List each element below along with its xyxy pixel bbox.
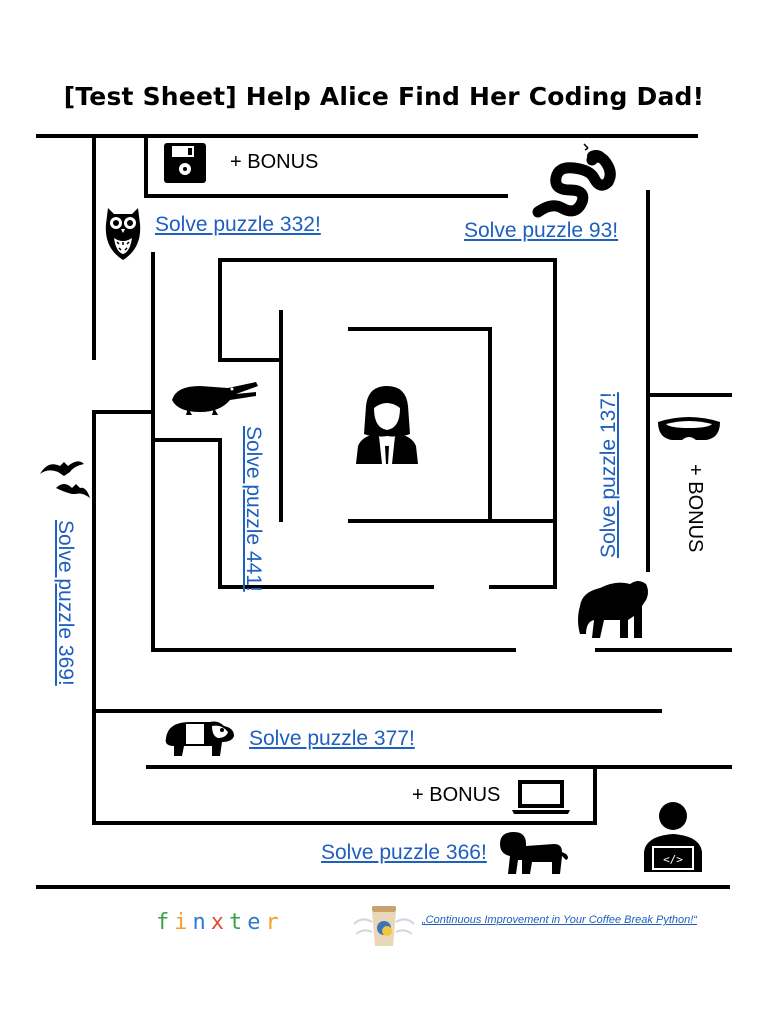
- logo-letter: f: [156, 910, 175, 935]
- puzzle-93-link[interactable]: Solve puzzle 93!: [464, 219, 619, 242]
- vr-goggles-icon: [658, 417, 720, 440]
- maze-wall: [348, 327, 492, 331]
- logo-letter: e: [247, 910, 266, 935]
- maze-wall: [646, 190, 650, 572]
- maze-wall: [146, 765, 732, 769]
- coder-dad-icon: </>: [644, 802, 702, 872]
- bonus-label-top: + BONUS: [230, 151, 319, 173]
- puzzle-369-link[interactable]: Solve puzzle 369!: [54, 520, 77, 686]
- maze-wall: [553, 258, 557, 588]
- logo-letter: x: [210, 910, 229, 935]
- coffee-cup-python-icon: [353, 906, 415, 946]
- maze-wall: [36, 885, 730, 889]
- logo-letter: t: [229, 910, 248, 935]
- maze-wall: [593, 767, 597, 825]
- maze-wall: [218, 258, 222, 362]
- maze-wall: [92, 136, 96, 360]
- maze-wall: [36, 134, 698, 138]
- bats-icon: [40, 461, 90, 498]
- floppy-disk-icon: [164, 143, 206, 183]
- maze-wall: [218, 358, 282, 362]
- alligator-icon: [172, 382, 258, 415]
- maze-wall: [489, 585, 557, 589]
- laptop-icon: [512, 780, 570, 814]
- finxter-logo: finxter: [156, 910, 284, 935]
- puzzle-377-link[interactable]: Solve puzzle 377!: [249, 727, 415, 750]
- maze-wall: [144, 194, 508, 198]
- bonus-label-right: + BONUS: [684, 464, 706, 553]
- puzzle-366-link[interactable]: Solve puzzle 366!: [321, 841, 487, 864]
- maze-wall: [144, 136, 148, 196]
- maze-wall: [218, 585, 434, 589]
- maze-wall: [153, 438, 221, 442]
- maze-wall: [151, 252, 155, 650]
- lion-icon: [500, 832, 568, 874]
- puzzle-332-link[interactable]: Solve puzzle 332!: [155, 213, 321, 236]
- alice-person-icon: [356, 386, 418, 464]
- maze-wall: [218, 258, 556, 262]
- puzzle-441-link[interactable]: Solve puzzle 441!: [242, 426, 265, 592]
- gorilla-icon: [578, 581, 648, 638]
- puzzle-137-link[interactable]: Solve puzzle 137!: [597, 392, 620, 558]
- logo-letter: r: [265, 910, 284, 935]
- maze-wall: [218, 438, 222, 588]
- maze-wall: [348, 519, 556, 523]
- slogan-link[interactable]: „Continuous Improvement in Your Coffee B…: [422, 914, 697, 926]
- logo-letter: n: [192, 910, 211, 935]
- panda-icon: [165, 721, 234, 756]
- logo-letter: i: [174, 910, 193, 935]
- owl-icon: [105, 208, 141, 260]
- maze-wall: [92, 410, 154, 414]
- maze-wall: [92, 410, 96, 824]
- maze-wall: [92, 821, 596, 825]
- maze-wall: [595, 648, 732, 652]
- page-title: [Test Sheet] Help Alice Find Her Coding …: [63, 82, 705, 111]
- snake-icon: [532, 143, 616, 218]
- maze-wall: [151, 648, 516, 652]
- maze-wall: [279, 310, 283, 522]
- maze-wall: [648, 393, 732, 397]
- maze-wall: [488, 327, 492, 523]
- svg-text:</>: </>: [663, 853, 683, 866]
- bonus-label-bottom: + BONUS: [412, 784, 501, 806]
- maze-wall: [92, 709, 662, 713]
